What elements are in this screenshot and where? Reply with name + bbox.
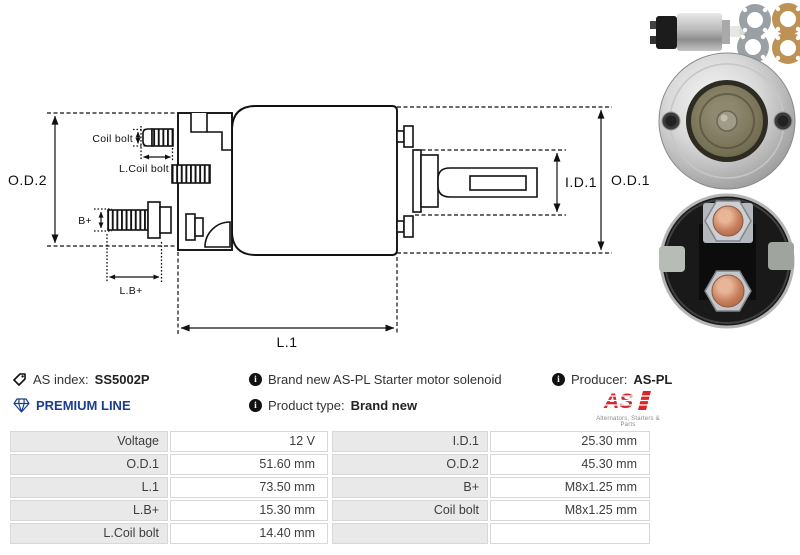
technical-drawing: O.D.2 Coil bolt L.Coil bolt B+ L.B+	[8, 105, 650, 350]
dimension-od2: O.D.2	[8, 112, 178, 247]
table-row: O.D.2 45.30 mm	[332, 454, 650, 475]
as-index-label: AS index:	[33, 372, 89, 387]
table-row: Voltage 12 V	[10, 431, 328, 452]
photo-solenoid-kit	[650, 3, 800, 64]
gasket-steel-1	[739, 4, 771, 36]
spec-label: L.Coil bolt	[10, 523, 168, 544]
dim-label-coil-bolt: Coil bolt	[92, 133, 133, 145]
table-row: I.D.1 25.30 mm	[332, 431, 650, 452]
dimension-l-coil-bolt: L.Coil bolt	[119, 154, 171, 175]
spec-table-left: Voltage 12 V O.D.1 51.60 mm L.1 73.50 mm…	[10, 431, 328, 546]
solenoid-outline	[107, 105, 538, 256]
table-row: Coil bolt M8x1.25 mm	[332, 500, 650, 521]
spec-value: 14.40 mm	[170, 523, 328, 544]
info-icon: i	[249, 399, 262, 412]
dim-label-od1: O.D.1	[611, 172, 650, 188]
dimension-b-plus: B+	[78, 208, 112, 232]
spec-label: L.B+	[10, 500, 168, 521]
dim-label-l-b-plus: L.B+	[119, 285, 142, 297]
as-logo-text: AS	[603, 390, 633, 413]
spec-value	[490, 523, 650, 544]
dimension-l1: L.1	[177, 252, 398, 350]
spec-label: Voltage	[10, 431, 168, 452]
premium-line-item: PREMIUM LINE	[13, 397, 131, 414]
as-logo-icon: AS	[598, 390, 656, 413]
info-icon: i	[552, 373, 565, 386]
spec-value: M8x1.25 mm	[490, 477, 650, 498]
as-index-value: SS5002P	[94, 372, 150, 387]
spec-label: Coil bolt	[332, 500, 488, 521]
product-photos	[650, 3, 800, 329]
producer-value: AS-PL	[633, 372, 673, 387]
dim-label-l1: L.1	[277, 334, 298, 350]
dimension-coil-bolt: Coil bolt	[92, 126, 174, 161]
photo-rear-view	[659, 193, 795, 329]
product-type-value: Brand new	[350, 398, 418, 413]
spec-value: 25.30 mm	[490, 431, 650, 452]
producer-label: Producer:	[571, 372, 628, 387]
info-icon: i	[249, 373, 262, 386]
spec-value: 15.30 mm	[170, 500, 328, 521]
spec-label: I.D.1	[332, 431, 488, 452]
gasket-brass-2	[772, 32, 800, 64]
dim-label-b-plus: B+	[78, 215, 92, 227]
as-index-item: AS index: SS5002P	[12, 371, 150, 388]
product-type-item: i Product type: Brand new	[249, 397, 417, 414]
dimension-id1: I.D.1	[415, 149, 597, 216]
spec-value: 12 V	[170, 431, 328, 452]
spec-value: 45.30 mm	[490, 454, 650, 475]
spec-value: 51.60 mm	[170, 454, 328, 475]
table-row: L.Coil bolt 14.40 mm	[10, 523, 328, 544]
premium-line-label: PREMIUM LINE	[36, 398, 131, 413]
spec-label	[332, 523, 488, 544]
brand-logo: AS Alternators, Starters & Parts	[596, 389, 660, 428]
table-row: L.B+ 15.30 mm	[10, 500, 328, 521]
spec-value: M8x1.25 mm	[490, 500, 650, 521]
dim-label-id1: I.D.1	[565, 174, 597, 190]
dim-label-od2: O.D.2	[8, 172, 47, 188]
as-logo-tagline: Alternators, Starters & Parts	[596, 416, 660, 428]
spec-table-right: I.D.1 25.30 mm O.D.2 45.30 mm B+ M8x1.25…	[332, 431, 650, 546]
table-row: O.D.1 51.60 mm	[10, 454, 328, 475]
producer-item: i Producer: AS-PL	[552, 371, 672, 388]
description-text: Brand new AS-PL Starter motor solenoid	[268, 372, 502, 387]
product-type-label: Product type:	[268, 398, 345, 413]
dim-label-l-coil-bolt: L.Coil bolt	[119, 163, 169, 175]
dimension-l-b-plus: L.B+	[106, 234, 163, 297]
table-row	[332, 523, 650, 544]
spec-value: 73.50 mm	[170, 477, 328, 498]
tag-icon	[13, 373, 26, 386]
spec-label: L.1	[10, 477, 168, 498]
spec-label: O.D.2	[332, 454, 488, 475]
diamond-icon	[13, 398, 30, 413]
table-row: L.1 73.50 mm	[10, 477, 328, 498]
spec-label: O.D.1	[10, 454, 168, 475]
dimension-od1: O.D.1	[397, 106, 650, 254]
gasket-brass-1	[772, 3, 800, 35]
photo-front-view	[658, 52, 796, 190]
table-row: B+ M8x1.25 mm	[332, 477, 650, 498]
description-item: i Brand new AS-PL Starter motor solenoid	[249, 371, 502, 388]
spec-label: B+	[332, 477, 488, 498]
